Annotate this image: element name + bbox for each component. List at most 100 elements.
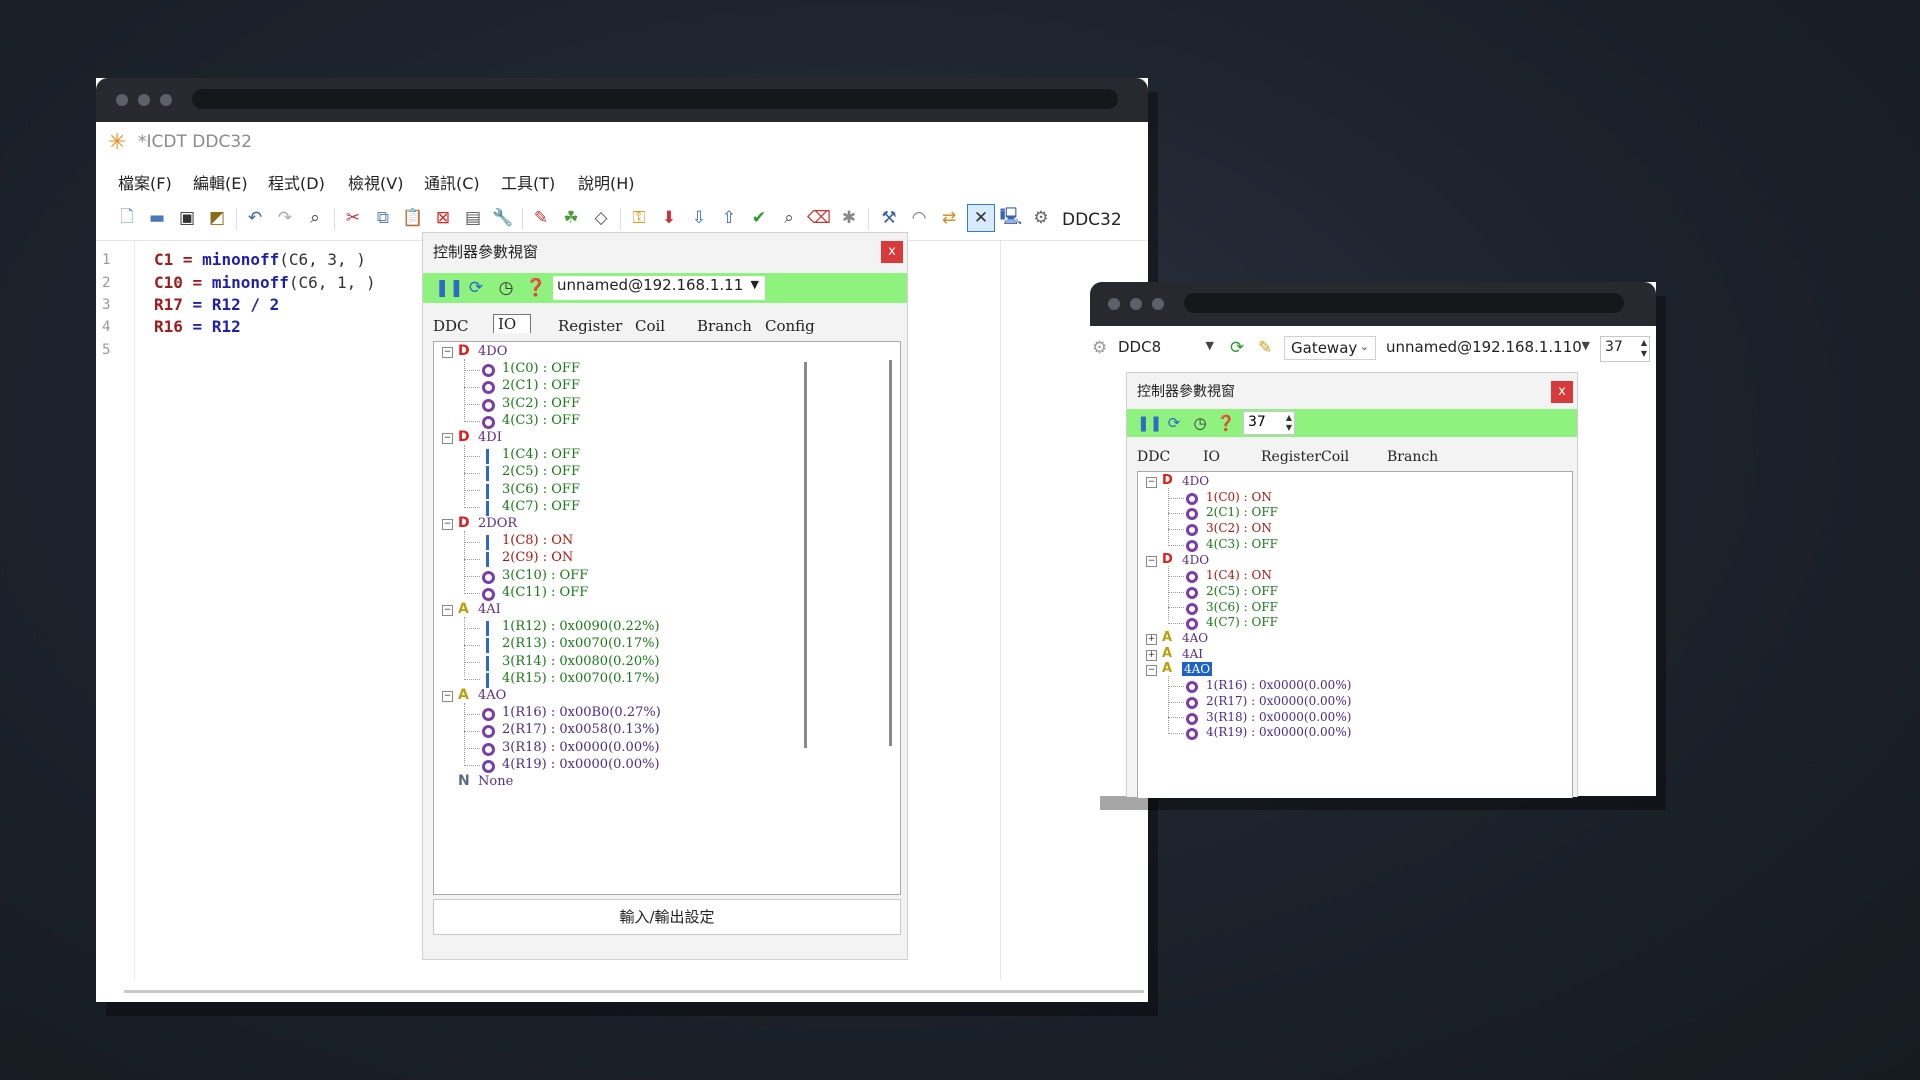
io-point-label[interactable]: 2(C9) : ON xyxy=(502,550,574,566)
address-bar[interactable] xyxy=(1184,293,1624,313)
chevron-down-icon[interactable]: ▼ xyxy=(1640,349,1647,358)
find-icon[interactable]: ⌕ xyxy=(310,208,320,228)
io-point-label[interactable]: 2(R13) : 0x0070(0.17%) xyxy=(502,636,660,652)
expand-toggle-icon[interactable]: + xyxy=(1146,634,1157,645)
help-icon[interactable]: ❓ xyxy=(525,278,547,298)
menu-program[interactable]: 程式(D) xyxy=(268,174,325,193)
tree-group-label[interactable]: 4DO xyxy=(478,344,508,359)
io-point-label[interactable]: 1(C8) : ON xyxy=(502,533,574,549)
chevron-up-icon[interactable]: ▲ xyxy=(1285,413,1292,422)
window-dot[interactable] xyxy=(1130,298,1142,310)
expand-toggle-icon[interactable]: − xyxy=(442,605,453,616)
sync-icon[interactable]: ⟳ xyxy=(1230,338,1245,358)
tab-io[interactable]: IO xyxy=(493,314,532,333)
address-bar[interactable] xyxy=(192,89,1118,109)
window-dot[interactable] xyxy=(138,94,150,106)
tab-register[interactable]: Register xyxy=(1261,449,1322,465)
save-icon[interactable]: ▣ xyxy=(178,208,196,228)
id-stepper[interactable]: 37 ▲ ▼ xyxy=(1243,411,1295,435)
menu-help[interactable]: 說明(H) xyxy=(578,174,635,193)
expand-toggle-icon[interactable]: − xyxy=(442,691,453,702)
tab-register[interactable]: Register xyxy=(558,317,623,335)
code-editor[interactable]: 1 2 3 4 5 C1 = minonoff(C6, 3, ) C10 = m… xyxy=(96,240,1016,980)
components-icon[interactable]: ☘ xyxy=(563,208,579,228)
tree-vertical-scrollbar[interactable] xyxy=(889,360,892,746)
tab-coil[interactable]: Coil xyxy=(1321,449,1350,465)
tree-group-label[interactable]: 4AO xyxy=(1182,662,1213,677)
tree-group-label[interactable]: 4AI xyxy=(1182,646,1204,661)
debug-icon[interactable]: ✱ xyxy=(841,208,857,228)
io-point-label[interactable]: 3(C2) : ON xyxy=(1206,521,1272,536)
tool-icon[interactable]: 🔧 xyxy=(492,208,514,228)
tab-branch[interactable]: Branch xyxy=(1387,449,1439,465)
chevron-down-icon[interactable]: ▼ xyxy=(1285,423,1292,432)
expand-toggle-icon[interactable]: − xyxy=(442,347,453,358)
tree-group-label[interactable]: None xyxy=(478,774,514,789)
tab-coil[interactable]: Coil xyxy=(635,317,666,335)
io-point-label[interactable]: 2(C1) : OFF xyxy=(1206,505,1278,520)
pause-icon[interactable]: ❚❚ xyxy=(1137,414,1163,432)
io-point-label[interactable]: 3(R14) : 0x0080(0.20%) xyxy=(502,653,660,669)
io-point-label[interactable]: 2(C1) : OFF xyxy=(502,378,580,394)
expand-toggle-icon[interactable]: − xyxy=(1146,555,1157,567)
window-dot[interactable] xyxy=(1108,298,1120,310)
tab-ddc[interactable]: DDC xyxy=(1137,449,1171,465)
tab-config[interactable]: Config xyxy=(765,317,815,335)
io-point-label[interactable]: 4(C3) : OFF xyxy=(502,412,580,428)
help-icon[interactable]: ❓ xyxy=(1216,414,1236,432)
io-point-label[interactable]: 3(C6) : OFF xyxy=(1206,599,1278,614)
io-point-label[interactable]: 1(C0) : ON xyxy=(1206,489,1272,504)
edit-icon[interactable]: ✎ xyxy=(1258,338,1273,358)
device-select[interactable]: DDC8 ▼ xyxy=(1112,336,1220,360)
io-point-label[interactable]: 3(R18) : 0x0000(0.00%) xyxy=(1206,709,1352,724)
save-all-icon[interactable]: ◩ xyxy=(208,208,226,228)
io-point-label[interactable]: 3(C6) : OFF xyxy=(502,481,580,497)
io-point-label[interactable]: 2(C5) : OFF xyxy=(502,464,580,480)
menu-view[interactable]: 檢視(V) xyxy=(348,174,404,193)
tab-ddc[interactable]: DDC xyxy=(433,317,469,335)
download-arrow-icon[interactable]: ⇩ xyxy=(691,208,707,228)
new-file-icon[interactable]: 🗋 xyxy=(120,206,134,227)
io-point-label[interactable]: 3(C2) : OFF xyxy=(502,395,580,411)
window-dot[interactable] xyxy=(160,94,172,106)
io-point-label[interactable]: 1(C4) : OFF xyxy=(502,447,580,463)
io-point-label[interactable]: 1(C4) : ON xyxy=(1206,568,1272,583)
redo-icon[interactable]: ↷ xyxy=(277,208,293,228)
tree-group-label[interactable]: 4AI xyxy=(478,602,501,617)
expand-toggle-icon[interactable]: − xyxy=(1146,477,1157,488)
settings-tools-icon[interactable]: ✕ xyxy=(967,204,995,232)
gear-icon[interactable]: ⚙ xyxy=(1033,208,1049,228)
io-point-label[interactable]: 1(R16) : 0x00B0(0.27%) xyxy=(502,705,661,721)
io-point-label[interactable]: 2(R17) : 0x0000(0.00%) xyxy=(1206,693,1352,708)
io-point-label[interactable]: 4(R15) : 0x0070(0.17%) xyxy=(502,670,660,686)
undo-icon[interactable]: ↶ xyxy=(247,208,263,228)
io-point-label[interactable]: 3(C10) : OFF xyxy=(502,567,589,583)
io-point-label[interactable]: 3(R18) : 0x0000(0.00%) xyxy=(502,739,660,755)
tree-group-label[interactable]: 4DI xyxy=(478,430,502,445)
io-point-label[interactable]: 2(R17) : 0x0058(0.13%) xyxy=(502,722,660,738)
network-icon[interactable]: ⚒ xyxy=(881,208,897,228)
download-device-icon[interactable]: ⬇ xyxy=(661,208,677,228)
tree-group-label[interactable]: 4AO xyxy=(1182,631,1209,645)
pause-icon[interactable]: ❚❚ xyxy=(435,278,464,298)
chevron-up-icon[interactable]: ▲ xyxy=(1640,338,1647,347)
connection-select[interactable]: unnamed@192.168.1.11 ▼ xyxy=(553,276,765,300)
io-point-label[interactable]: 1(C0) : OFF xyxy=(502,361,580,377)
menu-edit[interactable]: 編輯(E) xyxy=(193,174,248,193)
refresh-icon[interactable]: ⟳ xyxy=(468,278,484,298)
id-stepper[interactable]: 37 ▲ ▼ xyxy=(1600,336,1650,362)
clock-icon[interactable]: ◷ xyxy=(1193,414,1207,432)
monitor-icon[interactable]: 🖳 xyxy=(999,206,1023,227)
mode-select[interactable]: Gateway ⌄ xyxy=(1284,336,1376,360)
io-point-label[interactable]: 1(R16) : 0x0000(0.00%) xyxy=(1206,678,1352,693)
upload-arrow-icon[interactable]: ⇧ xyxy=(721,208,737,228)
tree-group-label[interactable]: 4DO xyxy=(1182,474,1210,488)
copy-icon[interactable]: ⧉ xyxy=(376,208,390,228)
delete-icon[interactable]: ⊠ xyxy=(435,208,451,228)
expand-toggle-icon[interactable]: − xyxy=(442,519,453,530)
paste-icon[interactable]: 📋 xyxy=(402,208,424,228)
expand-toggle-icon[interactable]: − xyxy=(442,433,453,444)
menu-tools[interactable]: 工具(T) xyxy=(501,174,556,193)
io-point-label[interactable]: 4(R19) : 0x0000(0.00%) xyxy=(1206,725,1352,740)
